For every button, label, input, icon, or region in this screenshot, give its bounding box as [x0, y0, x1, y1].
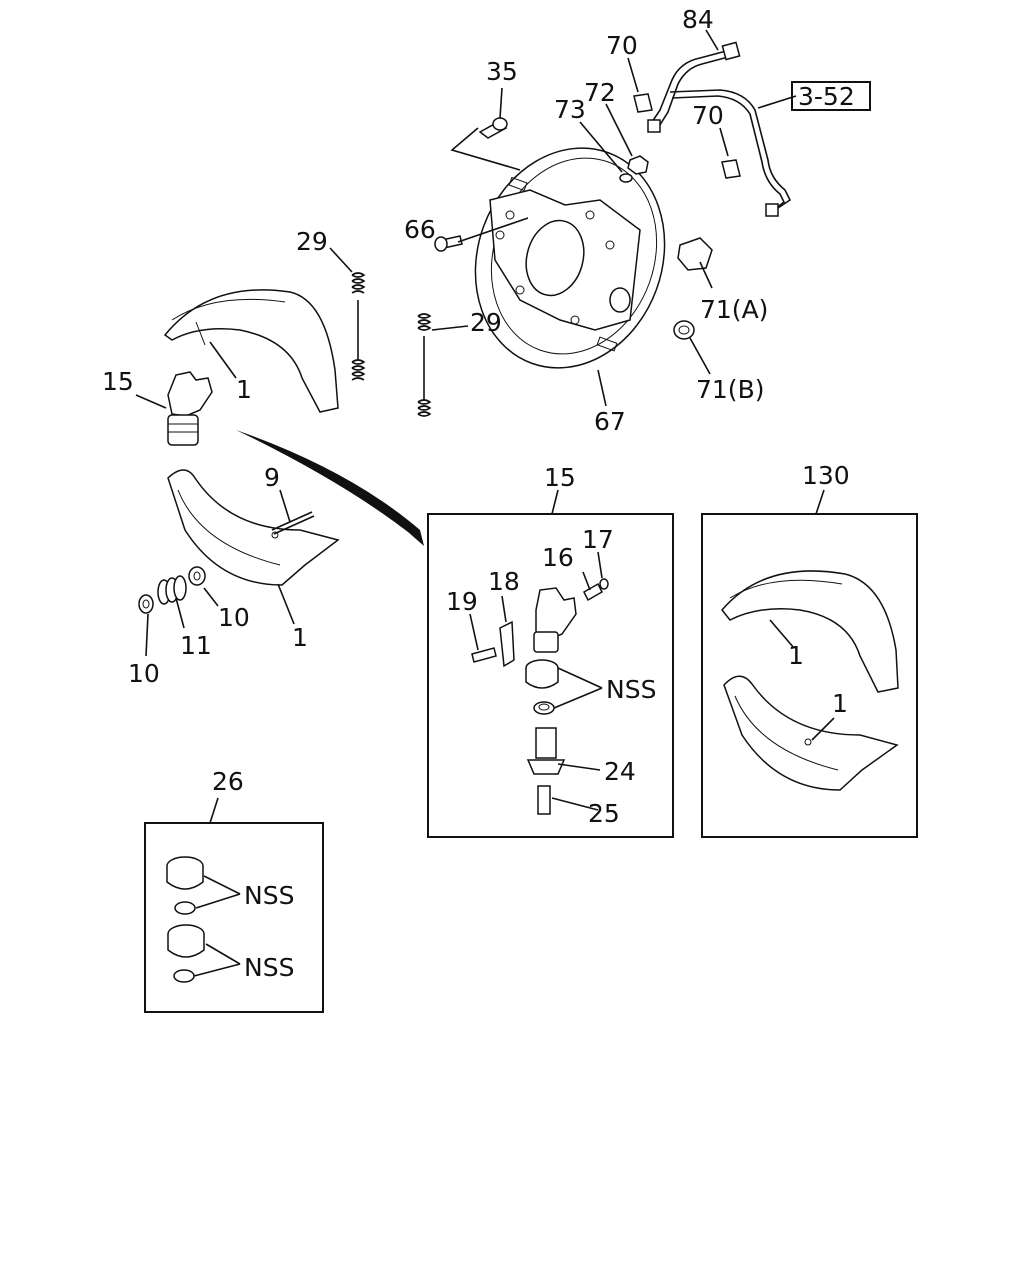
washer-10-right	[188, 566, 206, 586]
label-10-right: 10	[218, 603, 250, 632]
ref-box-3-52	[791, 81, 871, 111]
label-72: 72	[584, 78, 616, 107]
label-nss-box26-upper: NSS	[244, 881, 294, 910]
shoe-set-upper	[721, 570, 899, 693]
label-box-15: 15	[544, 463, 576, 492]
label-1-box130-upper: 1	[788, 641, 804, 670]
clip-70-lower	[721, 159, 741, 179]
screw-19	[471, 647, 497, 663]
label-15-left: 15	[102, 367, 134, 396]
grommet-71b	[673, 320, 695, 340]
return-spring-upper	[351, 272, 366, 381]
adjuster-assembly-left	[167, 371, 213, 446]
plate-18	[499, 620, 515, 668]
label-29-lower: 29	[470, 308, 502, 337]
bolt-66	[434, 235, 463, 252]
label-84: 84	[682, 5, 714, 34]
label-70-upper: 70	[606, 31, 638, 60]
label-35: 35	[486, 57, 518, 86]
bolt-35	[478, 117, 508, 139]
brake-pipe	[647, 41, 792, 217]
spring-11	[157, 575, 187, 605]
label-17: 17	[582, 525, 614, 554]
cap-17	[599, 578, 609, 590]
shoe-set-lower	[723, 675, 899, 791]
label-1-lower: 1	[292, 623, 308, 652]
brake-shoe-lower	[167, 469, 340, 586]
label-29-upper: 29	[296, 227, 328, 256]
label-24: 24	[604, 757, 636, 786]
label-71a: 71(A)	[700, 295, 768, 324]
label-73: 73	[554, 95, 586, 124]
clip-70-upper	[633, 93, 653, 113]
clip-71a	[677, 237, 713, 271]
ring-nss	[533, 701, 555, 715]
label-66: 66	[404, 215, 436, 244]
label-box-130: 130	[802, 461, 850, 490]
seal-nss	[525, 659, 559, 689]
label-nss-box15: NSS	[606, 675, 656, 704]
seal-26-upper	[166, 856, 204, 915]
label-3-52: 3-52	[798, 82, 855, 111]
pin-25	[537, 785, 551, 815]
detail-box-130	[701, 513, 918, 838]
leader-lines	[135, 29, 835, 977]
label-9: 9	[264, 463, 280, 492]
return-spring-lower	[417, 313, 432, 417]
label-70-lower: 70	[692, 101, 724, 130]
label-19: 19	[446, 587, 478, 616]
nut-72	[627, 155, 649, 175]
detail-box-26	[144, 822, 324, 1013]
adjuster-body	[533, 587, 577, 653]
label-71b: 71(B)	[696, 375, 764, 404]
adjuster-screw-24	[526, 727, 566, 775]
hold-down-pin-9	[271, 511, 315, 535]
washer-10-left	[138, 594, 154, 614]
label-1-upper: 1	[236, 375, 252, 404]
label-nss-box26-lower: NSS	[244, 953, 294, 982]
washer-73	[619, 173, 633, 183]
label-box-26: 26	[212, 767, 244, 796]
seal-26-lower	[167, 924, 205, 983]
label-18: 18	[488, 567, 520, 596]
label-11: 11	[180, 631, 212, 660]
nipple-16	[583, 582, 603, 602]
label-67: 67	[594, 407, 626, 436]
backing-plate	[474, 147, 666, 369]
label-10-left: 10	[128, 659, 160, 688]
brake-shoe-upper	[163, 289, 339, 413]
label-25: 25	[588, 799, 620, 828]
detail-box-15	[427, 513, 674, 838]
label-1-box130-lower: 1	[832, 689, 848, 718]
label-16: 16	[542, 543, 574, 572]
